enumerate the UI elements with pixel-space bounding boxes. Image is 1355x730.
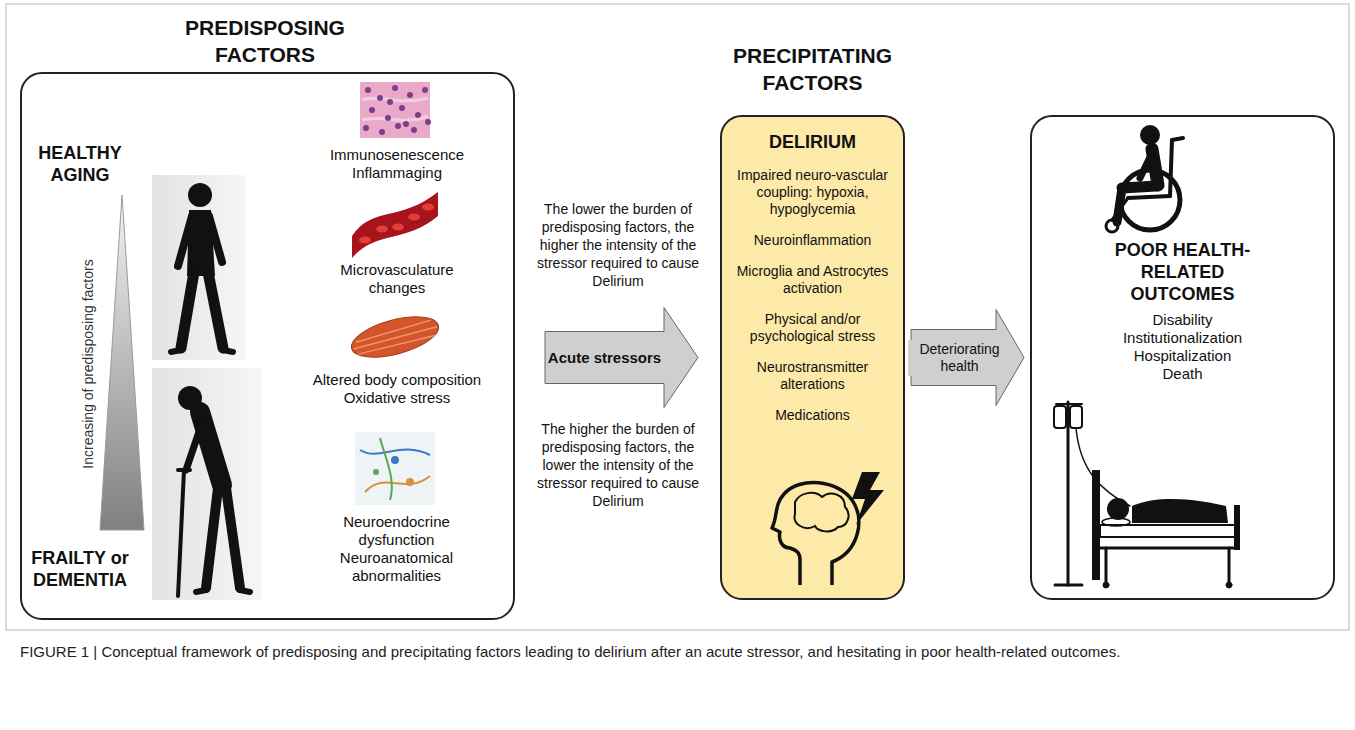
box-fill [720, 115, 905, 600]
box-title: DELIRIUM [732, 131, 893, 153]
outcome-item: Disability [1042, 311, 1323, 329]
silhouette-panel [152, 368, 262, 600]
walking-person [171, 183, 233, 352]
silhouette-panel [152, 175, 245, 360]
note-text: The higher the burden of predisposing fa… [528, 420, 708, 510]
mechanism-item: Medications [732, 407, 893, 424]
factor-label: Immunosenescence Inflammaging [317, 146, 477, 182]
box-heading: PREDISPOSING FACTORS [145, 14, 385, 68]
muscle-image [347, 309, 443, 365]
mechanism-item: Neuroinflammation [732, 232, 893, 249]
neurons-image [355, 432, 435, 505]
outcome-item: Institutionalization [1042, 329, 1323, 347]
mechanism-item: Impaired neuro-vascular coupling: hypoxi… [732, 167, 893, 218]
arrow-label: Acute stressors [546, 348, 663, 368]
brain-icon [772, 472, 884, 585]
box-title: POOR HEALTH-RELATED OUTCOMES [1093, 239, 1273, 305]
figure-frame [6, 4, 1349, 630]
pole-label: FRAILTY or DEMENTIA [30, 547, 130, 591]
axis-label: Increasing of predisposing factors [79, 234, 97, 494]
outcomes-box: POOR HEALTH-RELATED OUTCOMES DisabilityIn… [1030, 115, 1335, 600]
arrow-label: Deteriorating health [908, 340, 1012, 376]
mechanism-item: Physical and/or psychological stress [732, 311, 893, 345]
blood-vessel-image [352, 192, 438, 258]
wheelchair-icon [1106, 125, 1183, 232]
pole-label: HEALTHY AGING [30, 142, 130, 186]
block-arrow [545, 308, 698, 408]
note-text: The lower the burden of predisposing fac… [528, 200, 708, 290]
hospital-bed-icon [1054, 402, 1240, 588]
delirium-box: PRECIPITATING FACTORSDELIRIUMImpaired ne… [720, 115, 905, 600]
tissue-image [360, 82, 431, 138]
mechanism-item: Microglia and Astrocytes activation [732, 263, 893, 297]
gradient-triangle [100, 195, 144, 530]
elderly-person [178, 386, 250, 596]
factor-label: Microvasculature changes [317, 261, 477, 297]
figure-caption: FIGURE 1 | Conceptual framework of predi… [20, 642, 1320, 662]
predisposing-box: PREDISPOSING FACTORSHEALTHY AGINGIncreas… [20, 72, 515, 620]
outcome-item: Hospitalization [1042, 347, 1323, 365]
outcome-item: Death [1042, 365, 1323, 383]
factor-label: Neuroendocrine dysfunction Neuroanatomic… [329, 513, 464, 585]
factor-label: Altered body composition Oxidative stres… [297, 371, 497, 407]
mechanism-item: Neurostransmitter alterations [732, 359, 893, 393]
box-heading: PRECIPITATING FACTORS [690, 42, 935, 96]
